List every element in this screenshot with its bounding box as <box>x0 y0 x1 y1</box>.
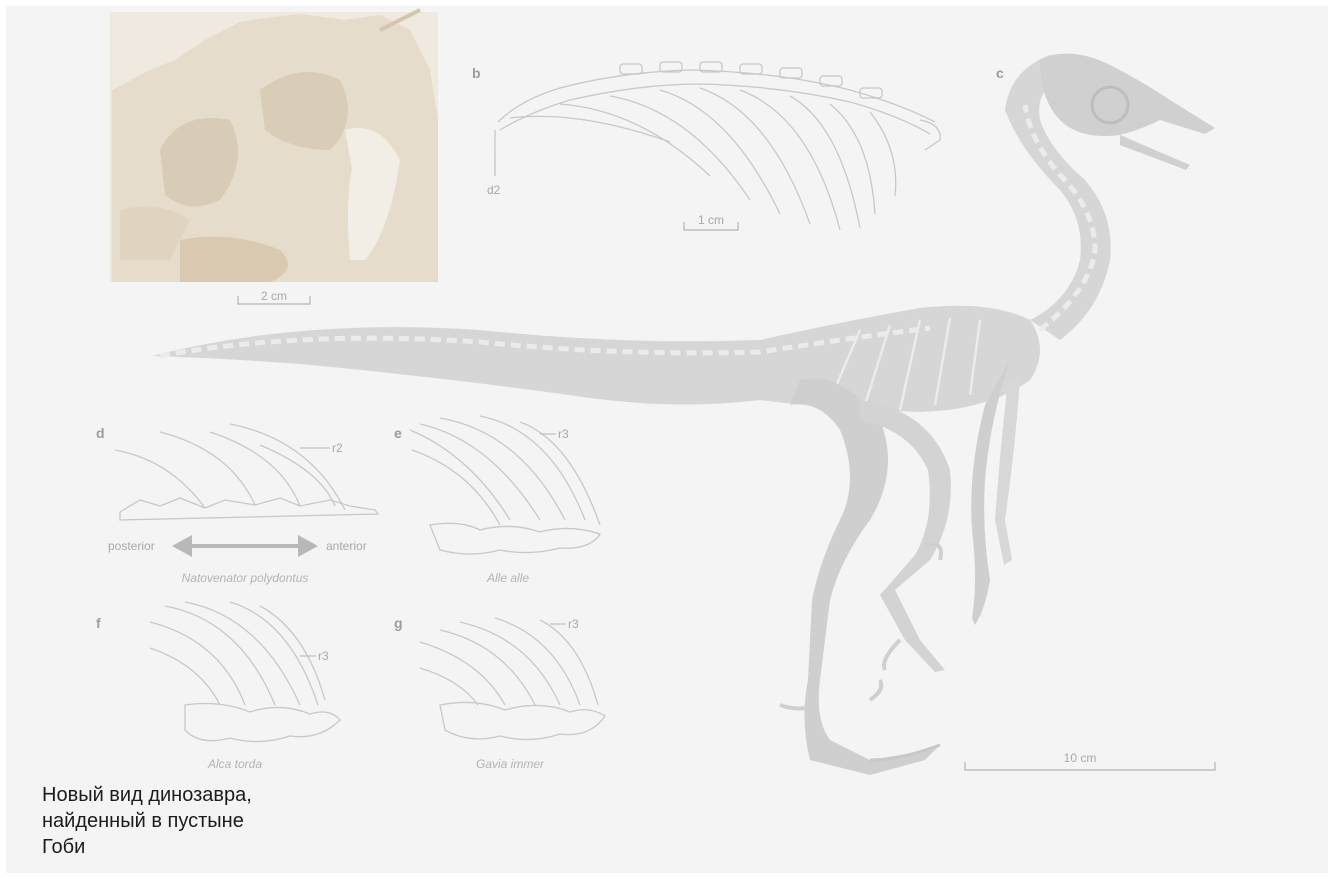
species-label-e: Alle alle <box>486 571 529 585</box>
label-r2: r2 <box>332 441 343 455</box>
caption-line-1: Новый вид динозавра, <box>42 784 252 806</box>
scale-bar-ribs: 1 cm <box>684 213 738 230</box>
species-label-f: Alca torda <box>207 757 262 771</box>
scale-bar-skeleton: 10 cm <box>965 751 1215 770</box>
fossil-photo <box>110 10 438 282</box>
rib-series-d <box>115 424 378 520</box>
rib-series-e <box>410 416 600 554</box>
panel-label-e: e <box>394 425 402 441</box>
scale-label-photo: 2 cm <box>261 289 287 303</box>
rib-series-g <box>420 618 605 740</box>
panel-label-g: g <box>394 615 403 631</box>
label-d2: d2 <box>487 183 501 197</box>
scale-label-ribs: 1 cm <box>698 213 724 227</box>
panel-label-d: d <box>96 425 105 441</box>
panel-label-f: f <box>96 615 101 631</box>
species-label-d: Natovenator polydontus <box>182 571 309 585</box>
caption-line-2: найденный в пустыне <box>42 810 244 832</box>
rib-series-b <box>495 62 940 230</box>
species-label-g: Gavia immer <box>476 757 545 771</box>
panel-label-c: c <box>996 65 1004 81</box>
panel-label-b: b <box>472 65 481 81</box>
rib-series-f <box>150 602 340 742</box>
label-r3-f: r3 <box>318 649 329 663</box>
label-anterior: anterior <box>326 539 367 553</box>
direction-arrow <box>172 535 318 557</box>
figure-caption: Новый вид динозавра, найденный в пустыне… <box>42 782 322 860</box>
scale-bar-photo: 2 cm <box>238 289 310 304</box>
scale-label-skeleton: 10 cm <box>1064 751 1097 765</box>
label-r3-e: r3 <box>558 427 569 441</box>
caption-line-3: Гоби <box>42 836 85 858</box>
label-posterior: posterior <box>108 539 155 553</box>
label-r3-g: r3 <box>568 617 579 631</box>
